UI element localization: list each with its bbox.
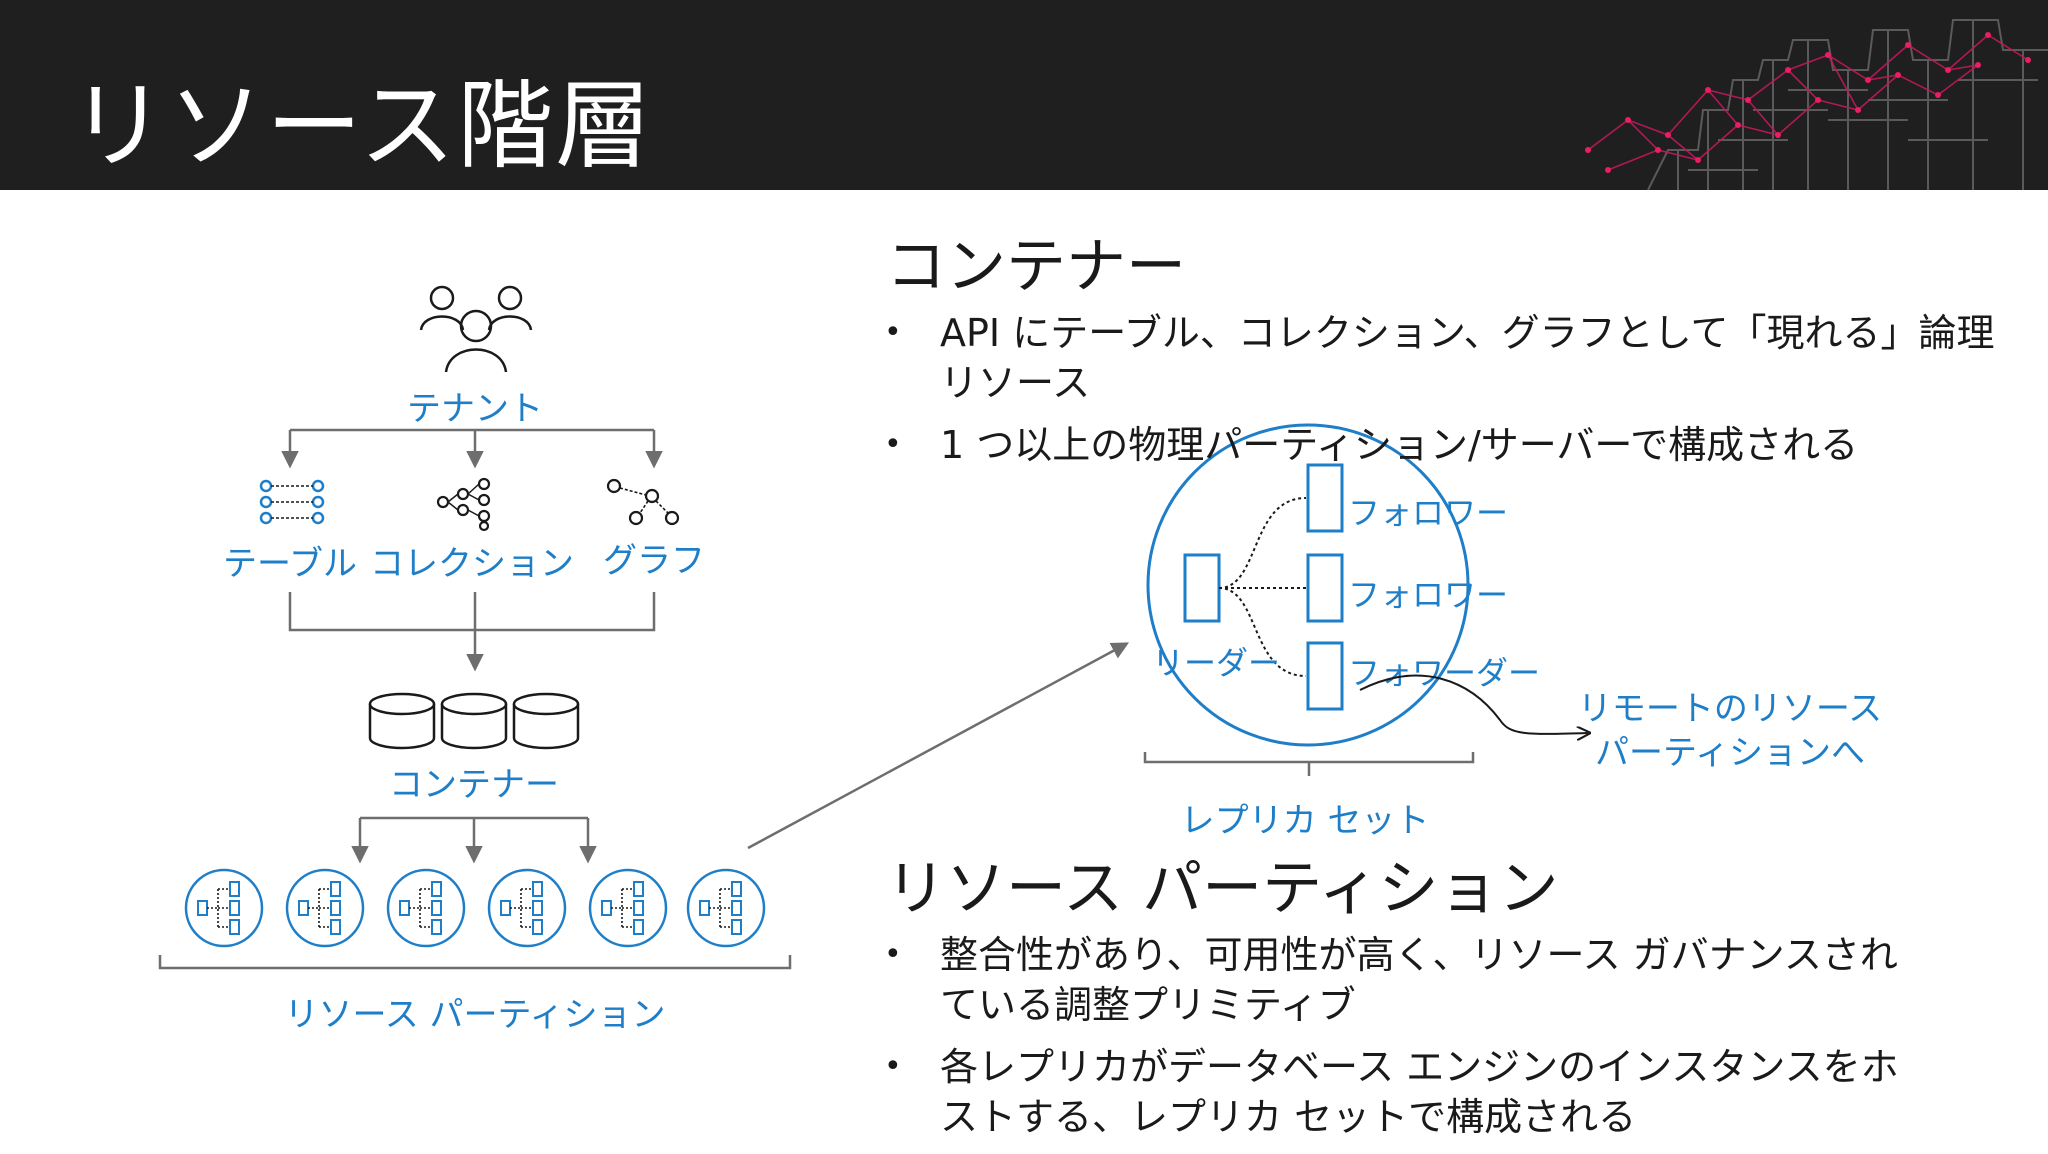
container-bullet-1: API にテーブル、コレクション、グラフとして「現れる」論理リソース [884,308,2014,408]
partitions-bracket [158,955,792,970]
merge-connectors [288,592,656,672]
city-network-decoration [1585,19,2048,190]
leader-label: リーダー [1152,644,1280,682]
graph-icon [606,478,680,526]
container-label: コンテナー [389,765,559,805]
forwarder-label: フォワーダー [1348,654,1540,692]
container-bullets: API にテーブル、コレクション、グラフとして「現れる」論理リソース 1 つ以上… [884,308,2014,482]
follower-label-1: フォロワー [1348,494,1508,532]
page-title: リソース階層 [70,70,654,182]
remote-label-line1: リモートのリソース [1578,689,1882,729]
remote-label-line2: パーティションへ [1595,733,1865,773]
partition-icon-3 [386,868,466,948]
partition-icon-4 [487,868,567,948]
follower-node-2 [1306,553,1344,623]
container-bullet-2: 1 つ以上の物理パーティション/サーバーで構成される [884,420,2014,470]
tenant-people-icon [419,285,533,373]
tenant-label: テナント [407,389,543,429]
partition-bullet-1: 整合性があり、可用性が高く、リソース ガバナンスされている調整プリミティブ [884,930,1924,1030]
partition-icon-1 [184,868,264,948]
table-label: テーブル [223,544,357,584]
partition-heading: リソース パーティション [886,854,1559,924]
remote-arrow [1359,674,1588,734]
partition-bullets: 整合性があり、可用性が高く、リソース ガバナンスされている調整プリミティブ 各レ… [884,930,1924,1154]
tenant-connectors [281,428,663,469]
replica-set-label: レプリカ セット [1181,801,1430,841]
graph-label: グラフ [603,541,705,581]
collection-icon [436,477,491,532]
container-heading: コンテナー [886,232,1186,302]
zoom-arrow [747,642,1130,850]
leader-node [1183,553,1221,623]
forwarder-node [1306,641,1344,711]
replica-set-bracket [1143,752,1475,776]
container-connectors [351,816,597,864]
container-database-icons [368,692,580,750]
table-icon [259,479,325,525]
partition-bullet-2: 各レプリカがデータベース エンジンのインスタンスをホストする、レプリカ セットで… [884,1042,1924,1142]
collection-label: コレクション [370,544,574,584]
partition-icon-2 [285,868,365,948]
partition-icon-6 [686,868,766,948]
partition-icon-5 [588,868,668,948]
resource-partition-label: リソース パーティション [284,995,665,1035]
header-bar: リソース階層 [0,0,2048,190]
follower-node-1 [1306,463,1344,533]
follower-label-2: フォロワー [1348,576,1508,614]
